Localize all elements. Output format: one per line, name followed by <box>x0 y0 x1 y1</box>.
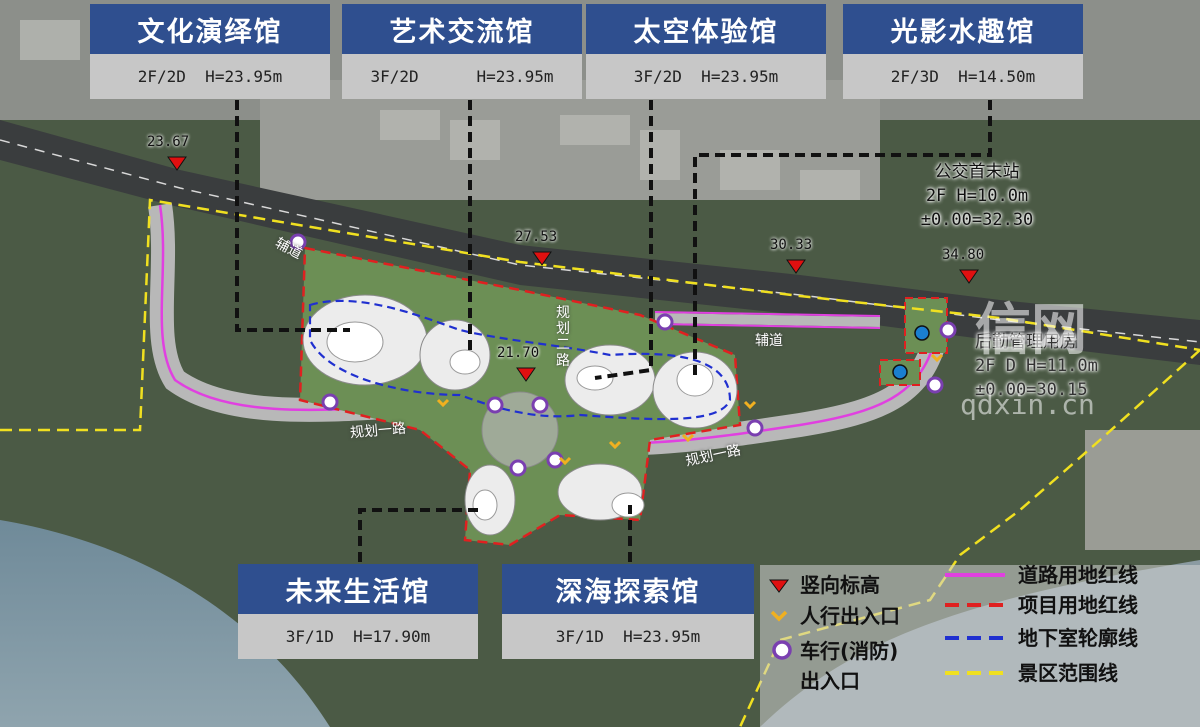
aux-road <box>654 311 881 329</box>
management-base: ±0.00=30.15 <box>975 380 1088 400</box>
vehicle-entrance-markers <box>289 233 957 477</box>
legend-vehicle-label-1: 车行(消防) <box>800 639 899 663</box>
bus-station-marker <box>914 325 930 341</box>
bus-station-base: ±0.00=32.30 <box>920 210 1034 230</box>
building-name: 未来生活馆 <box>238 564 478 614</box>
scenic-boundary <box>0 198 1200 432</box>
legend-elevation-symbol <box>769 579 789 593</box>
elevation-label: 23.67 <box>147 134 190 150</box>
legend-basement-label: 地下室轮廓线 <box>1018 626 1138 650</box>
pedestrian-entrance-markers <box>436 353 944 466</box>
card-art-exchange: 艺术交流馆 3F/2D H=23.95m <box>342 4 582 99</box>
legend-vehicle-symbol <box>772 640 792 660</box>
management-label: 后勤管理用房 2F D H=11.0m ±0.00=30.15 <box>975 330 1155 402</box>
road-label-planned-2: 规划二路 <box>556 305 570 369</box>
building-name: 深海探索馆 <box>502 564 754 614</box>
legend-scenic-label: 景区范围线 <box>1018 661 1118 685</box>
card-future-living: 未来生活馆 3F/1D H=17.90m <box>238 564 478 659</box>
watermark-site: qdxin.cn <box>960 388 1095 421</box>
main-highway <box>0 120 1200 365</box>
building-spec: 2F/3D H=14.50m <box>843 54 1083 99</box>
road-label-aux-east: 辅道 <box>755 333 783 349</box>
sea <box>0 520 330 727</box>
management-floor: 2F D H=11.0m <box>975 356 1098 376</box>
legend-project-label: 项目用地红线 <box>1018 593 1138 617</box>
card-culture-performance: 文化演绎馆 2F/2D H=23.95m <box>90 4 330 99</box>
building-name: 光影水趣馆 <box>843 4 1083 54</box>
management-name: 后勤管理用房 <box>975 332 1077 352</box>
legend-pedestrian-label: 人行出入口 <box>800 604 900 628</box>
elevation-label: 30.33 <box>770 237 813 253</box>
bus-station-floor: 2F H=10.0m <box>925 186 1029 206</box>
elevation-markers <box>167 156 979 382</box>
legend-vehicle-label-2: 出入口 <box>800 669 860 693</box>
card-deep-sea: 深海探索馆 3F/1D H=23.95m <box>502 564 754 659</box>
building-spec: 3F/1D H=17.90m <box>238 614 478 659</box>
legend-road-label: 道路用地红线 <box>1018 563 1138 587</box>
bus-station-parcel <box>904 297 948 354</box>
legend-pedestrian-symbol <box>770 610 788 622</box>
elevation-label: 21.70 <box>497 345 540 361</box>
leader-lines <box>235 100 992 562</box>
building-name: 文化演绎馆 <box>90 4 330 54</box>
bus-station-name: 公交首末站 <box>934 162 1020 182</box>
legend-panel <box>760 565 1200 727</box>
watermark-logo: 信网 <box>975 298 1087 363</box>
elevation-label: 27.53 <box>515 229 558 245</box>
building-name: 艺术交流馆 <box>342 4 582 54</box>
building-spec: 3F/2D H=23.95m <box>586 54 826 99</box>
card-space-experience: 太空体验馆 3F/2D H=23.95m <box>586 4 826 99</box>
bus-station-label: 公交首末站 2F H=10.0m ±0.00=32.30 <box>892 160 1062 232</box>
elevation-label: 34.80 <box>942 247 985 263</box>
card-light-water: 光影水趣馆 2F/3D H=14.50m <box>843 4 1083 99</box>
building-name: 太空体验馆 <box>586 4 826 54</box>
building-spec: 3F/1D H=23.95m <box>502 614 754 659</box>
building-spec: 2F/2D H=23.95m <box>90 54 330 99</box>
management-marker <box>892 364 908 380</box>
legend-elevation-label: 竖向标高 <box>800 573 880 597</box>
building-spec: 3F/2D H=23.95m <box>342 54 582 99</box>
basement-outline <box>308 299 732 421</box>
